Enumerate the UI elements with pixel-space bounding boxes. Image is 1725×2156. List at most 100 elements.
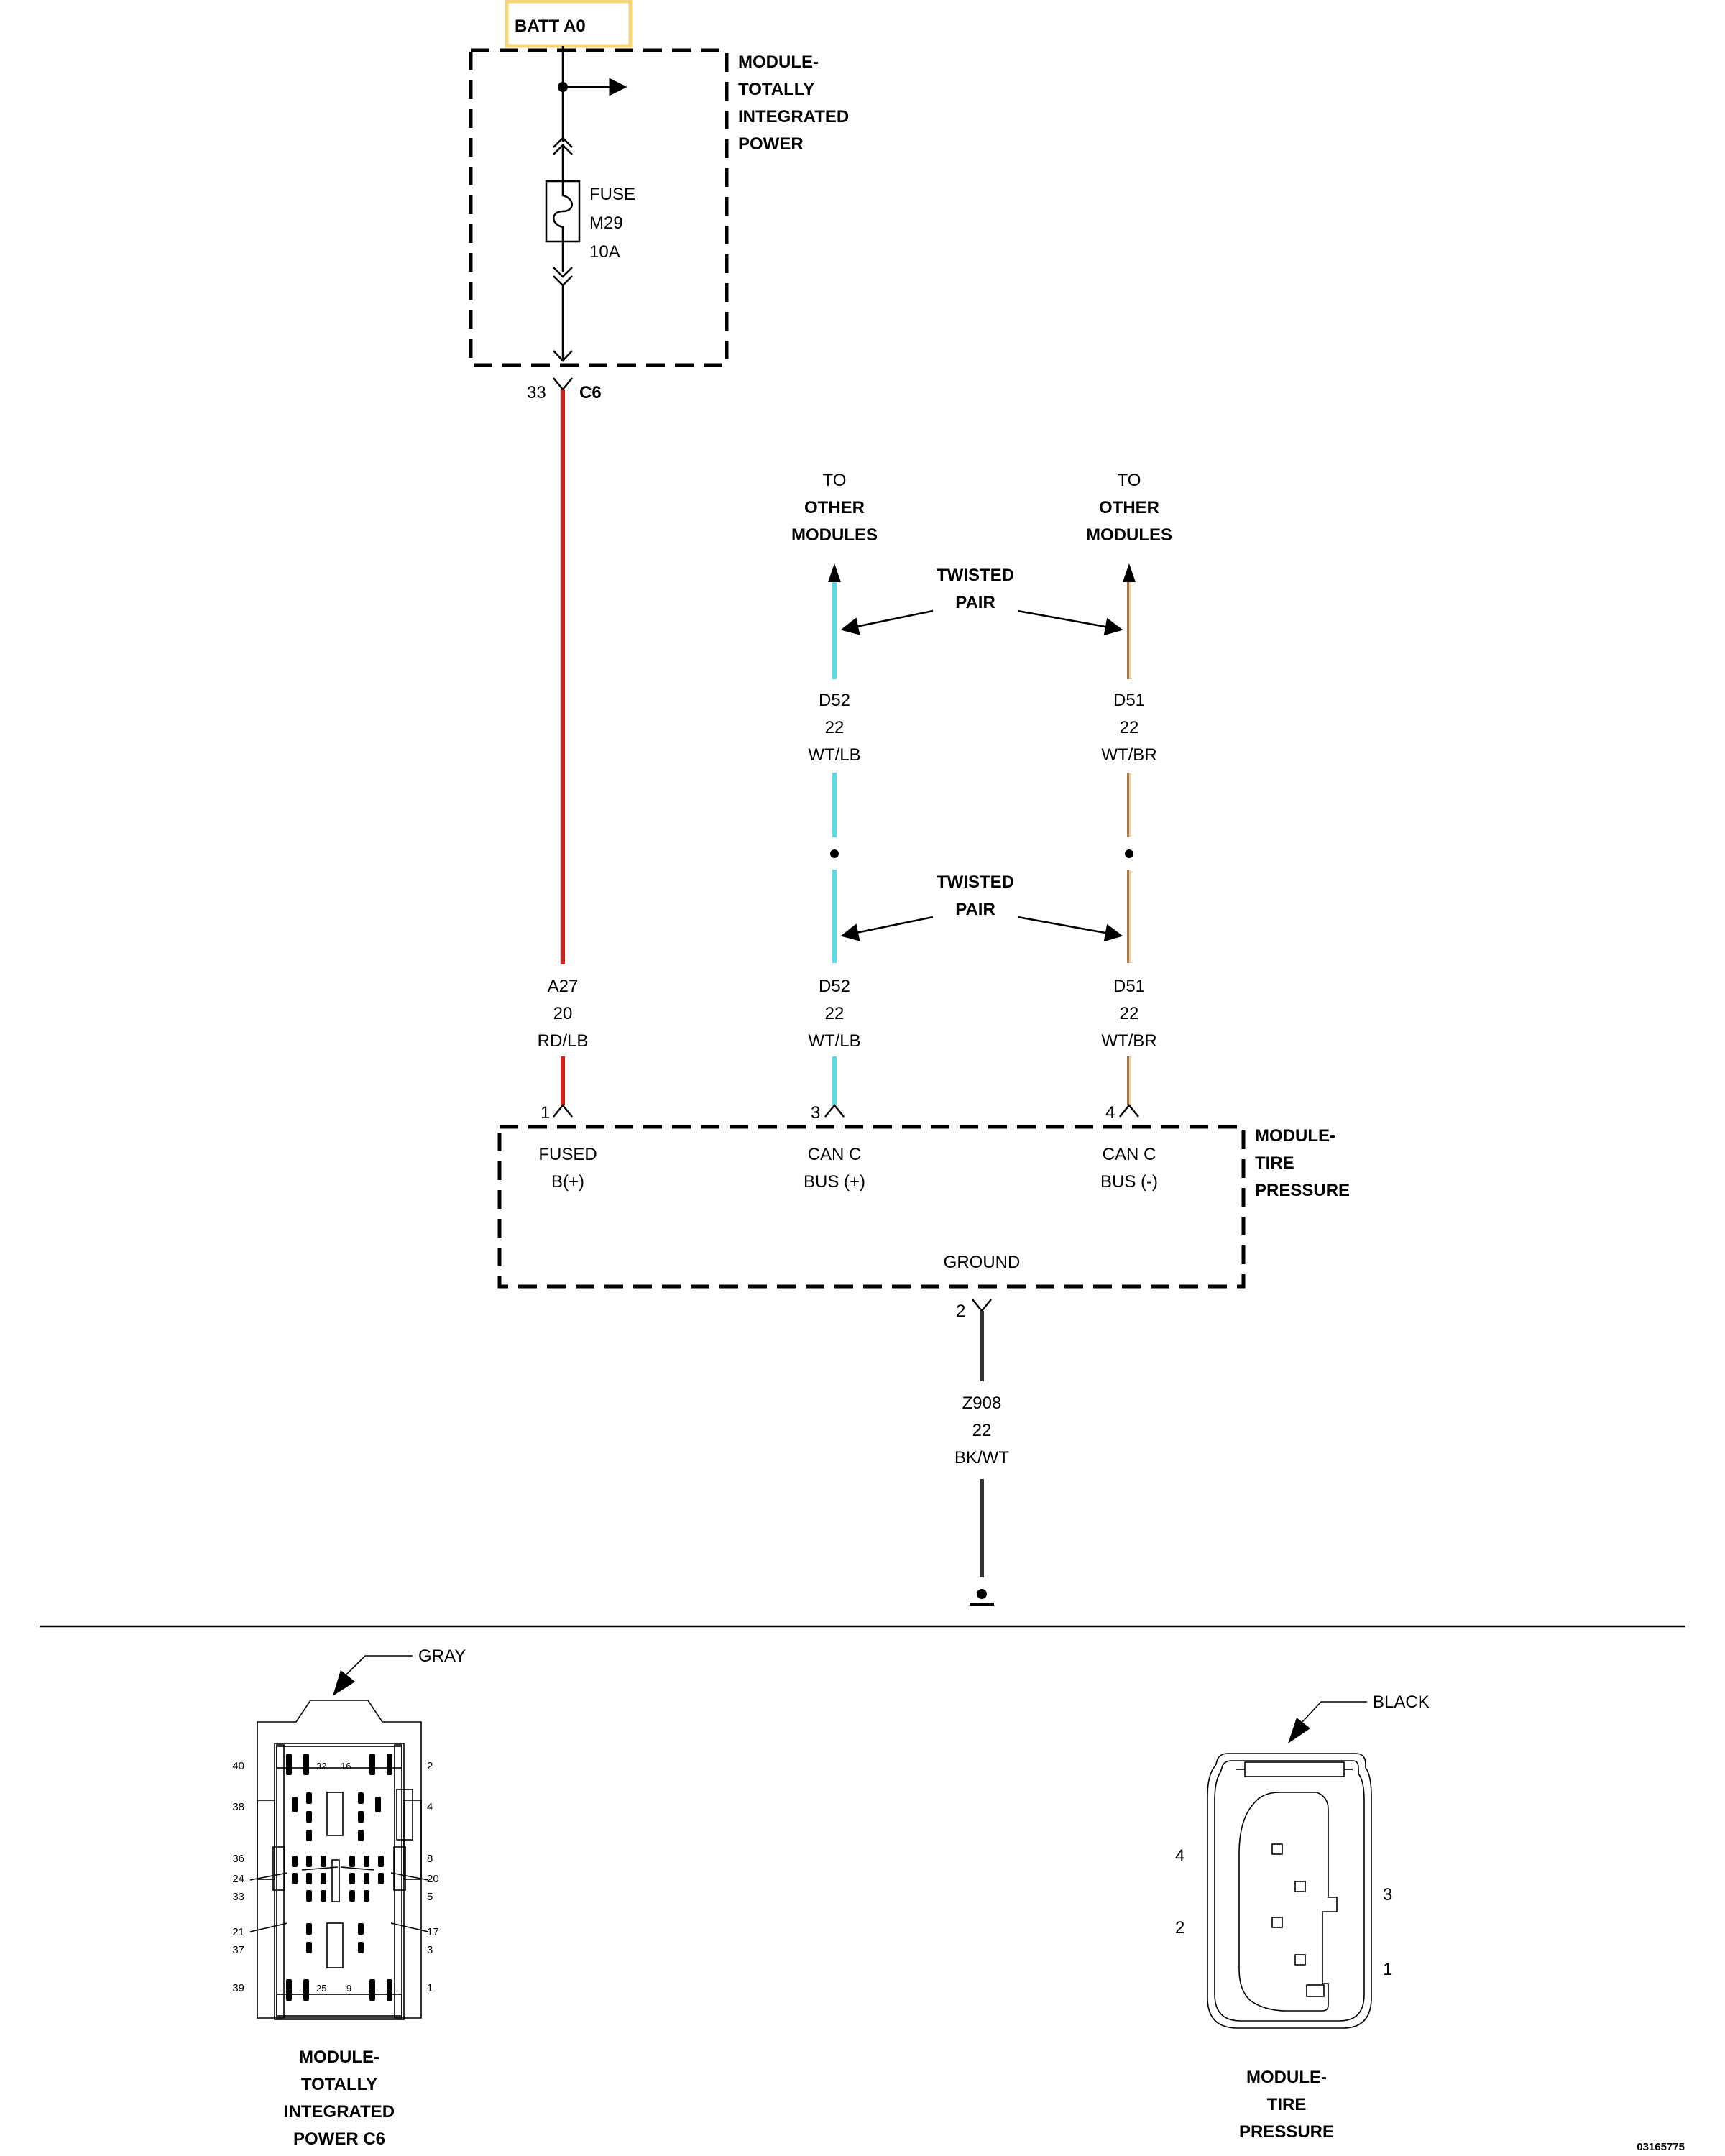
- twisted-pair-arrow: [840, 916, 934, 941]
- tpm-title: MODULE- TIRE PRESSURE: [1255, 1126, 1350, 1200]
- wire-gauge: 22: [972, 1421, 992, 1440]
- c6-connector-face: [257, 1700, 422, 2020]
- tipm-title-line: INTEGRATED: [738, 107, 849, 126]
- batt-highlight-box: [505, 0, 632, 48]
- c6-pin-cavities: [286, 1754, 392, 2001]
- wire-color-code: WT/BR: [1101, 745, 1156, 765]
- connector-terminal-c6: [553, 350, 573, 362]
- wire-code: Z908: [962, 1393, 1002, 1413]
- c6-pin-number: 8: [427, 1853, 433, 1865]
- twisted-pair-label-lower: TWISTED PAIR: [937, 872, 1014, 919]
- tpm-callout-line: [1302, 1701, 1367, 1723]
- c6-pin-number: 16: [341, 1761, 351, 1772]
- twisted-pair-line: PAIR: [955, 593, 995, 612]
- diagram-id: 03165775: [1637, 2141, 1685, 2153]
- c6-pin-number: 1: [427, 1982, 433, 1994]
- c6-pin-number: 24: [232, 1873, 244, 1885]
- tpm-pin1-label: FUSED B(+): [538, 1145, 597, 1192]
- c6-pin-number: 9: [346, 1983, 351, 1994]
- wire-color-code: BK/WT: [954, 1448, 1009, 1468]
- wire-d51-label-upper: D51 22 WT/BR: [1101, 691, 1156, 765]
- c6-color-label: GRAY: [418, 1646, 466, 1666]
- tpm-pin-number: 1: [540, 1103, 550, 1123]
- c6-pin-number: 4: [427, 1801, 433, 1813]
- tpm-pin-label-line: BUS (-): [1100, 1172, 1158, 1192]
- c6-caption-line: INTEGRATED: [284, 2102, 395, 2122]
- to-other-modules-line: MODULES: [791, 525, 878, 545]
- batt-label: BATT A0: [515, 17, 586, 36]
- twisted-pair-label-upper: TWISTED PAIR: [937, 566, 1014, 612]
- c6-keyways: [326, 1792, 344, 1968]
- tpm-pin4-label: CAN C BUS (-): [1100, 1145, 1158, 1192]
- tpm-title-line: MODULE-: [1255, 1126, 1335, 1146]
- tpm-pin1-terminal: [553, 1104, 573, 1118]
- tpm-pin-number: 3: [811, 1103, 820, 1123]
- tpm-title-line: TIRE: [1255, 1153, 1294, 1173]
- c6-pin-number: 17: [427, 1926, 439, 1938]
- c6-leader-lines: [249, 1866, 429, 1932]
- tpm-pin3-terminal: [824, 1104, 845, 1118]
- wire-d51-label-lower: D51 22 WT/BR: [1101, 977, 1156, 1051]
- tipm-title-line: POWER: [738, 134, 804, 154]
- tpm-pin3-label: CAN C BUS (+): [804, 1145, 865, 1192]
- tpm-pin-number: 4: [1105, 1103, 1115, 1123]
- tpm-pin-label-line: B(+): [551, 1172, 584, 1192]
- tpm-caption-line: TIRE: [1267, 2095, 1307, 2114]
- twisted-pair-line: TWISTED: [937, 566, 1014, 585]
- fuse-terminal-bottom: [553, 267, 573, 278]
- c6-pin-number: 36: [232, 1853, 244, 1865]
- c6-callout-arrow: [333, 1670, 355, 1696]
- wire-gauge: 20: [553, 1004, 573, 1023]
- wire-code: D51: [1113, 977, 1145, 996]
- tipm-title: MODULE- TOTALLY INTEGRATED POWER: [738, 52, 849, 154]
- c6-connector-symbol: [553, 377, 573, 391]
- c6-pin-number: 39: [232, 1982, 244, 1994]
- twisted-pair-arrow: [1017, 609, 1123, 636]
- tpm-ground-terminal: [972, 1299, 992, 1312]
- tipm-title-line: MODULE-: [738, 52, 819, 72]
- fuse-label: FUSE M29 10A: [589, 185, 635, 262]
- tpm-pin-label-line: CAN C: [808, 1145, 862, 1164]
- wire-code: D51: [1113, 691, 1145, 710]
- c6-pin-number: 33: [232, 1891, 244, 1903]
- fuse-label-line: FUSE: [589, 185, 635, 204]
- c6-pin-number: 21: [232, 1926, 244, 1938]
- up-arrow-icon: [1123, 563, 1136, 582]
- wire-code: D52: [819, 691, 850, 710]
- tpm-ground-pin: 2: [956, 1302, 965, 1321]
- twisted-pair-line: PAIR: [955, 900, 995, 919]
- fuse-terminal-top: [553, 137, 573, 148]
- c6-caption: MODULE- TOTALLY INTEGRATED POWER C6: [284, 2047, 395, 2149]
- splice-dot: [1125, 849, 1133, 858]
- tpm-connector-pin-numbers: 4 2 3 1: [1175, 1846, 1392, 1979]
- tpm-pin4-terminal: [1119, 1104, 1139, 1118]
- tpm-pin-label-line: BUS (+): [804, 1172, 865, 1192]
- to-other-modules-line: TO: [823, 471, 847, 490]
- tpm-connector-pin-number: 2: [1175, 1918, 1184, 1938]
- wire-color-code: WT/LB: [808, 1031, 860, 1051]
- tpm-pin-label-line: CAN C: [1103, 1145, 1156, 1164]
- tpm-connector-pin-number: 1: [1383, 1960, 1392, 1979]
- wire-code: A27: [548, 977, 579, 996]
- tpm-caption-line: MODULE-: [1246, 2068, 1327, 2087]
- c6-pin-number: 25: [316, 1983, 326, 1994]
- fuse-terminal-top-2: [553, 144, 573, 155]
- wire-gauge: 22: [1120, 1004, 1139, 1023]
- tpm-module-box: [497, 1125, 1246, 1289]
- wire-d52-label-upper: D52 22 WT/LB: [808, 691, 860, 765]
- to-other-modules-right: TO OTHER MODULES: [1086, 471, 1172, 545]
- wire-color-code: WT/LB: [808, 745, 860, 765]
- up-arrow-icon: [828, 563, 841, 582]
- fuse-element: [553, 181, 573, 241]
- wire-gauge: 22: [825, 718, 845, 737]
- tpm-connector-pin-number: 4: [1175, 1846, 1184, 1866]
- fuse-label-line: 10A: [589, 242, 620, 262]
- to-other-modules-line: OTHER: [804, 498, 865, 517]
- to-other-modules-line: TO: [1118, 471, 1141, 490]
- tpm-ground-label: GROUND: [944, 1253, 1021, 1272]
- wire-color-code: WT/BR: [1101, 1031, 1156, 1051]
- wire-color-code: RD/LB: [538, 1031, 589, 1051]
- tpm-connector-pin-number: 3: [1383, 1885, 1392, 1904]
- tpm-title-line: PRESSURE: [1255, 1181, 1350, 1200]
- c6-callout-line: [344, 1655, 413, 1677]
